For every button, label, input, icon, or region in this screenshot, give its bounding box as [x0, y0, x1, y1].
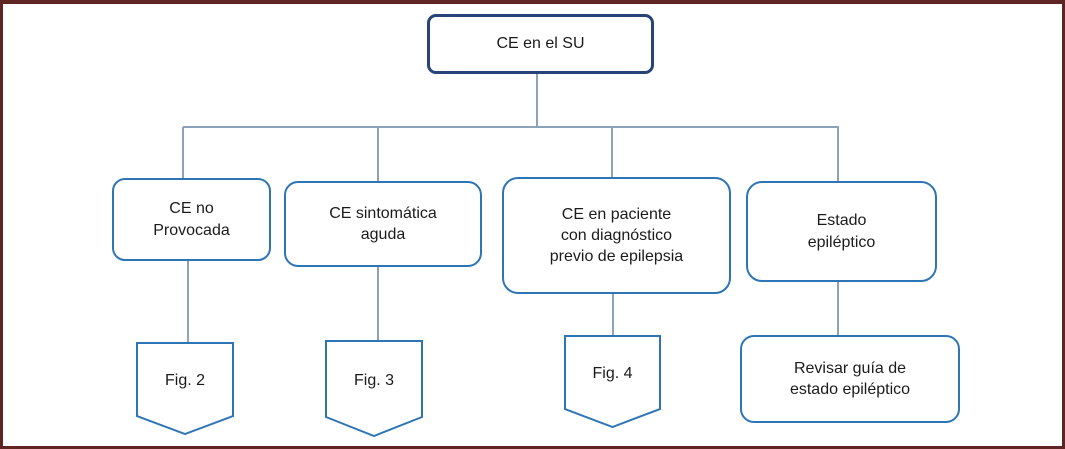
node-label: Estado epiléptico [807, 212, 876, 251]
terminator-fig3: Fig. 3 [325, 340, 423, 437]
connector-branch2-drop [377, 127, 379, 182]
connector-root-stem [536, 68, 538, 127]
connector-branch2-to-fig3 [377, 262, 379, 341]
pentagon-shape-icon [325, 340, 423, 437]
node-ce-sintomatica-aguda: CE sintomática aguda [284, 181, 482, 267]
node-label: CE sintomática aguda [329, 204, 437, 243]
pentagon-shape-icon [564, 335, 661, 428]
fig-label: Fig. 4 [592, 364, 633, 382]
node-ce-no-provocada: CE no Provocada [112, 178, 271, 261]
node-label: CE en paciente con diagnóstico previo de… [549, 205, 684, 266]
terminator-fig4: Fig. 4 [564, 335, 661, 428]
fig-label: Fig. 2 [164, 371, 205, 389]
terminator-fig2: Fig. 2 [136, 342, 234, 435]
connector-branch1-to-fig2 [187, 256, 189, 343]
connector-horizontal-bus [183, 126, 839, 128]
node-ce-en-el-su: CE en el SU [427, 14, 654, 74]
pentagon-shape-icon [136, 342, 234, 435]
node-estado-epileptico: Estado epiléptico [746, 181, 937, 282]
node-ce-diagnostico-previo: CE en paciente con diagnóstico previo de… [502, 177, 731, 294]
node-label: Revisar guía de estado epiléptico [789, 359, 911, 398]
connector-branch3-drop [611, 127, 613, 178]
connector-branch4-drop [837, 127, 839, 182]
node-label: CE no Provocada [153, 200, 230, 239]
node-label: CE en el SU [496, 35, 585, 53]
connector-branch3-to-fig4 [612, 289, 614, 336]
node-revisar-guia: Revisar guía de estado epiléptico [740, 335, 960, 423]
fig-label: Fig. 3 [353, 371, 394, 389]
connector-branch4-to-leaf [837, 277, 839, 336]
connector-branch1-drop [182, 127, 184, 179]
